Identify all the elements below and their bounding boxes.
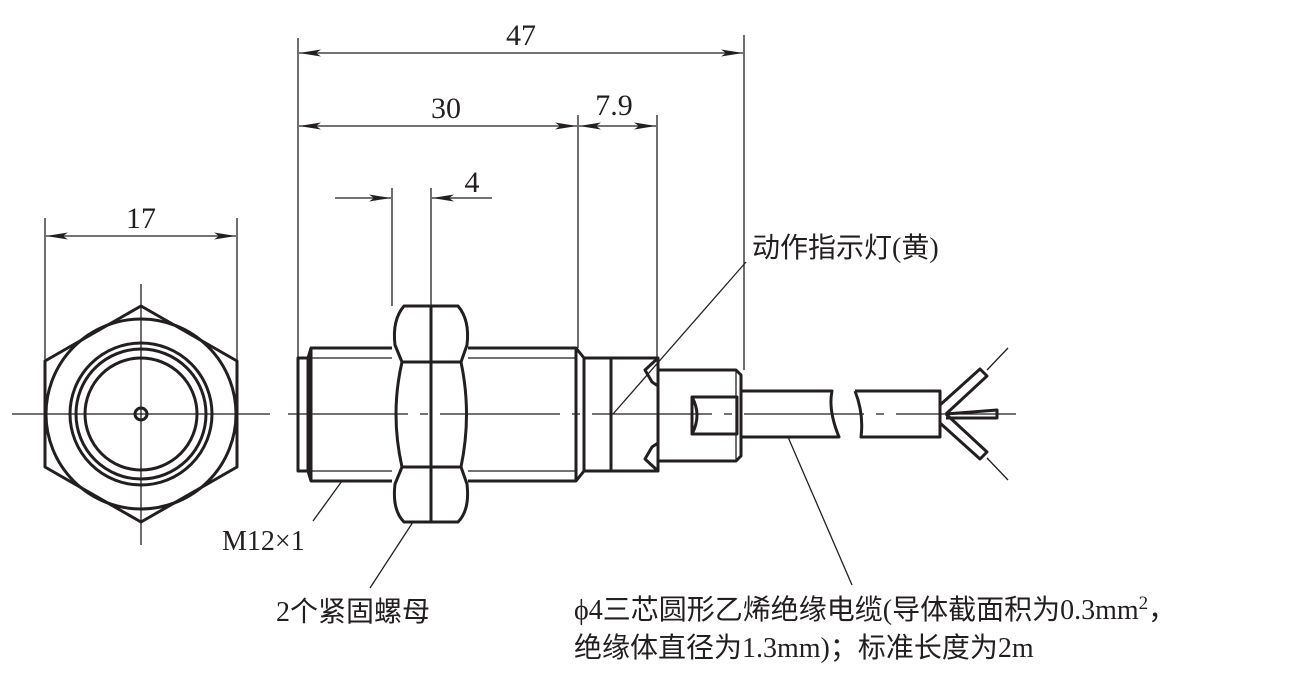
leader-indicator — [612, 261, 747, 415]
nut-bottom-face — [392, 465, 470, 524]
leader-thread — [312, 480, 343, 522]
wire-middle — [945, 408, 999, 420]
head-body — [582, 356, 660, 473]
cable-entry — [690, 395, 739, 436]
cable-segment-1 — [741, 389, 841, 439]
wire-bottom — [938, 412, 989, 461]
dim-nut-thickness: 4 — [465, 166, 480, 199]
leader-cable — [787, 436, 853, 586]
indicator-window-top — [643, 356, 660, 388]
cable-entry-curve — [690, 396, 699, 435]
side-view: 47 30 7.9 4 动作指示灯(黄) M12×1 2个紧固螺母 ϕ4三芯圆形… — [222, 19, 1176, 664]
label-cable-comma: ， — [1148, 595, 1176, 626]
label-cable-line1-text: ϕ4三芯圆形乙烯绝缘电缆(导体截面积为0.3mm — [574, 594, 1139, 626]
dim-thread-length: 30 — [431, 92, 461, 125]
front-cap — [296, 356, 310, 473]
cable — [741, 347, 1009, 481]
label-cable-line2: 绝缘体直径为1.3mm)；标准长度为2m — [574, 632, 1034, 664]
wire-bottom-lead — [986, 457, 1009, 481]
label-cable-superscript: 2 — [1139, 593, 1149, 614]
wire-top-lead — [986, 347, 1009, 371]
label-indicator: 动作指示灯(黄) — [752, 232, 939, 264]
label-nuts: 2个紧固螺母 — [276, 596, 430, 628]
cable-gland — [658, 368, 743, 463]
dim-head-length: 7.9 — [595, 89, 633, 122]
label-cable-line1: ϕ4三芯圆形乙烯绝缘电缆(导体截面积为0.3mm2， — [574, 593, 1176, 626]
leader-nuts — [369, 521, 414, 589]
end-view: 17 — [12, 202, 270, 545]
dim-overall-length: 47 — [506, 19, 536, 52]
lock-nuts — [392, 304, 470, 524]
wire-top — [938, 367, 989, 416]
sensor-head — [582, 356, 743, 473]
label-thread-spec: M12×1 — [222, 526, 305, 557]
indicator-window-bottom — [643, 441, 660, 473]
cable-segment-2 — [853, 389, 942, 439]
dim-hex-width: 17 — [126, 202, 156, 235]
